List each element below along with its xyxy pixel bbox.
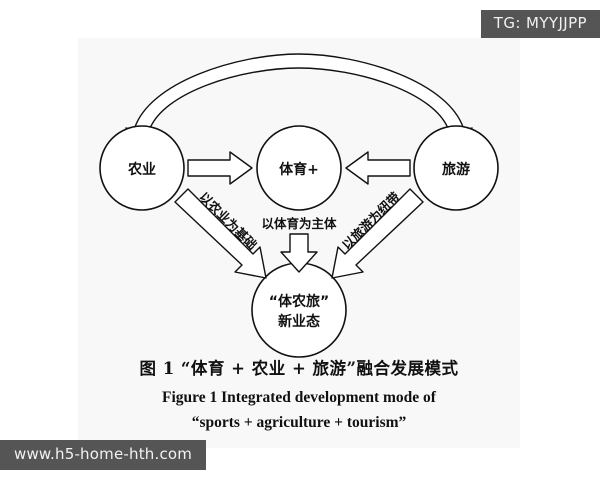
- node-sports-label: 体育+: [279, 161, 319, 178]
- node-agriculture-circle: [99, 125, 185, 211]
- integration-model-diagram: 农业 体育+ 旅游 “体农旅” 新业态 以农业为基础 以体育为主体 以旅游为纽带: [99, 53, 499, 358]
- figure-caption-english-line1: Figure 1 Integrated development mode of: [162, 389, 436, 406]
- node-tourism-label: 旅游: [442, 161, 470, 178]
- arrow-tourism-to-sports: [345, 151, 411, 185]
- edge-label-center-vertical: 以体育为主体: [261, 216, 337, 231]
- tg-watermark-badge: TG: MYYJJPP: [480, 10, 600, 38]
- node-agriculture-label: 农业: [127, 161, 156, 178]
- node-tourism-circle: [413, 125, 499, 211]
- arrow-agriculture-to-sports: [187, 151, 253, 185]
- arrow-sports-to-new-format: [280, 233, 318, 273]
- arrow-tourism-to-new-format: [331, 188, 424, 279]
- arrow-agriculture-to-new-format: [174, 188, 267, 279]
- figure-caption-chinese: 图 1 “体育 + 农业 + 旅游”融合发展模式: [139, 359, 459, 378]
- node-sports-circle: [256, 125, 342, 211]
- site-watermark-badge: www.h5-home-hth.com: [0, 440, 207, 470]
- figure-caption-english-line2: “sports + agriculture + tourism”: [191, 414, 407, 431]
- node-new-format-label-line2: 新业态: [278, 313, 320, 330]
- node-new-format-label-line1: “体农旅”: [269, 293, 329, 310]
